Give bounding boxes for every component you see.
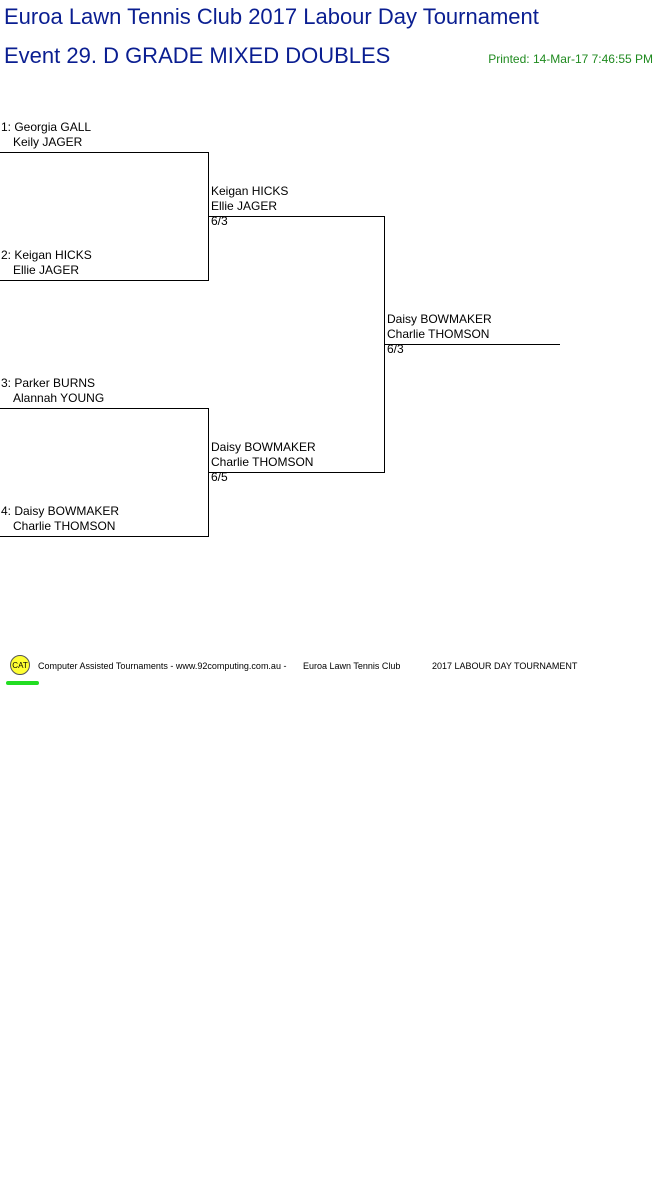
entry-3-player-1: 3: Parker BURNS: [1, 376, 96, 390]
semi-1-score: 6/3: [211, 214, 228, 228]
bracket-line-semi-2: [209, 472, 385, 473]
bracket-line-semi-1: [209, 216, 385, 217]
semi-2-score: 6/5: [211, 470, 228, 484]
semi-winner-2-player-1: Daisy BOWMAKER: [211, 440, 316, 454]
entry-2-player-2: Ellie JAGER: [13, 263, 80, 277]
bracket-line-final: [385, 344, 560, 345]
bracket-line-entry-1: [0, 152, 209, 153]
bracket-line-entry-2: [0, 280, 209, 281]
event-title: Event 29. D GRADE MIXED DOUBLES: [4, 43, 391, 68]
final-winner-player-2: Charlie THOMSON: [387, 327, 490, 341]
entry-4-player-1: 4: Daisy BOWMAKER: [1, 504, 120, 518]
cat-logo-icon: CAT: [10, 655, 30, 675]
footer: CAT Computer Assisted Tournaments - www.…: [0, 652, 661, 692]
footer-club: Euroa Lawn Tennis Club: [303, 661, 401, 671]
semi-winner-1-player-2: Ellie JAGER: [211, 199, 278, 213]
printed-timestamp: Printed: 14-Mar-17 7:46:55 PM: [488, 52, 653, 66]
draw-entry-1: 1: Georgia GALL Keily JAGER: [1, 120, 91, 150]
final-score: 6/3: [387, 342, 404, 356]
entry-1-player-1: 1: Georgia GALL: [1, 120, 92, 134]
page-title: Euroa Lawn Tennis Club 2017 Labour Day T…: [4, 4, 539, 29]
footer-tournament: 2017 LABOUR DAY TOURNAMENT: [432, 661, 578, 671]
draw-entry-2: 2: Keigan HICKS Ellie JAGER: [1, 248, 92, 278]
entry-4-player-2: Charlie THOMSON: [13, 519, 116, 533]
draw-entry-3: 3: Parker BURNS Alannah YOUNG: [1, 376, 104, 406]
bracket-line-entry-3: [0, 408, 209, 409]
semi-winner-1-player-1: Keigan HICKS: [211, 184, 289, 198]
draw-entry-4: 4: Daisy BOWMAKER Charlie THOMSON: [1, 504, 119, 534]
bracket-connector-match-1: [208, 152, 209, 280]
semi-winner-2-player-2: Charlie THOMSON: [211, 455, 314, 469]
semi-winner-2: Daisy BOWMAKER Charlie THOMSON 6/5: [211, 440, 316, 485]
final-winner: Daisy BOWMAKER Charlie THOMSON 6/3: [387, 312, 492, 357]
bracket-connector-final: [384, 216, 385, 472]
entry-2-player-1: 2: Keigan HICKS: [1, 248, 92, 262]
cat-logo-underline: [6, 681, 39, 685]
final-winner-player-1: Daisy BOWMAKER: [387, 312, 492, 326]
bracket-connector-match-2: [208, 408, 209, 536]
entry-1-player-2: Keily JAGER: [13, 135, 83, 149]
bracket-line-entry-4: [0, 536, 209, 537]
semi-winner-1: Keigan HICKS Ellie JAGER 6/3: [211, 184, 288, 229]
entry-3-player-2: Alannah YOUNG: [13, 391, 105, 405]
footer-credit: Computer Assisted Tournaments - www.92co…: [38, 661, 287, 671]
